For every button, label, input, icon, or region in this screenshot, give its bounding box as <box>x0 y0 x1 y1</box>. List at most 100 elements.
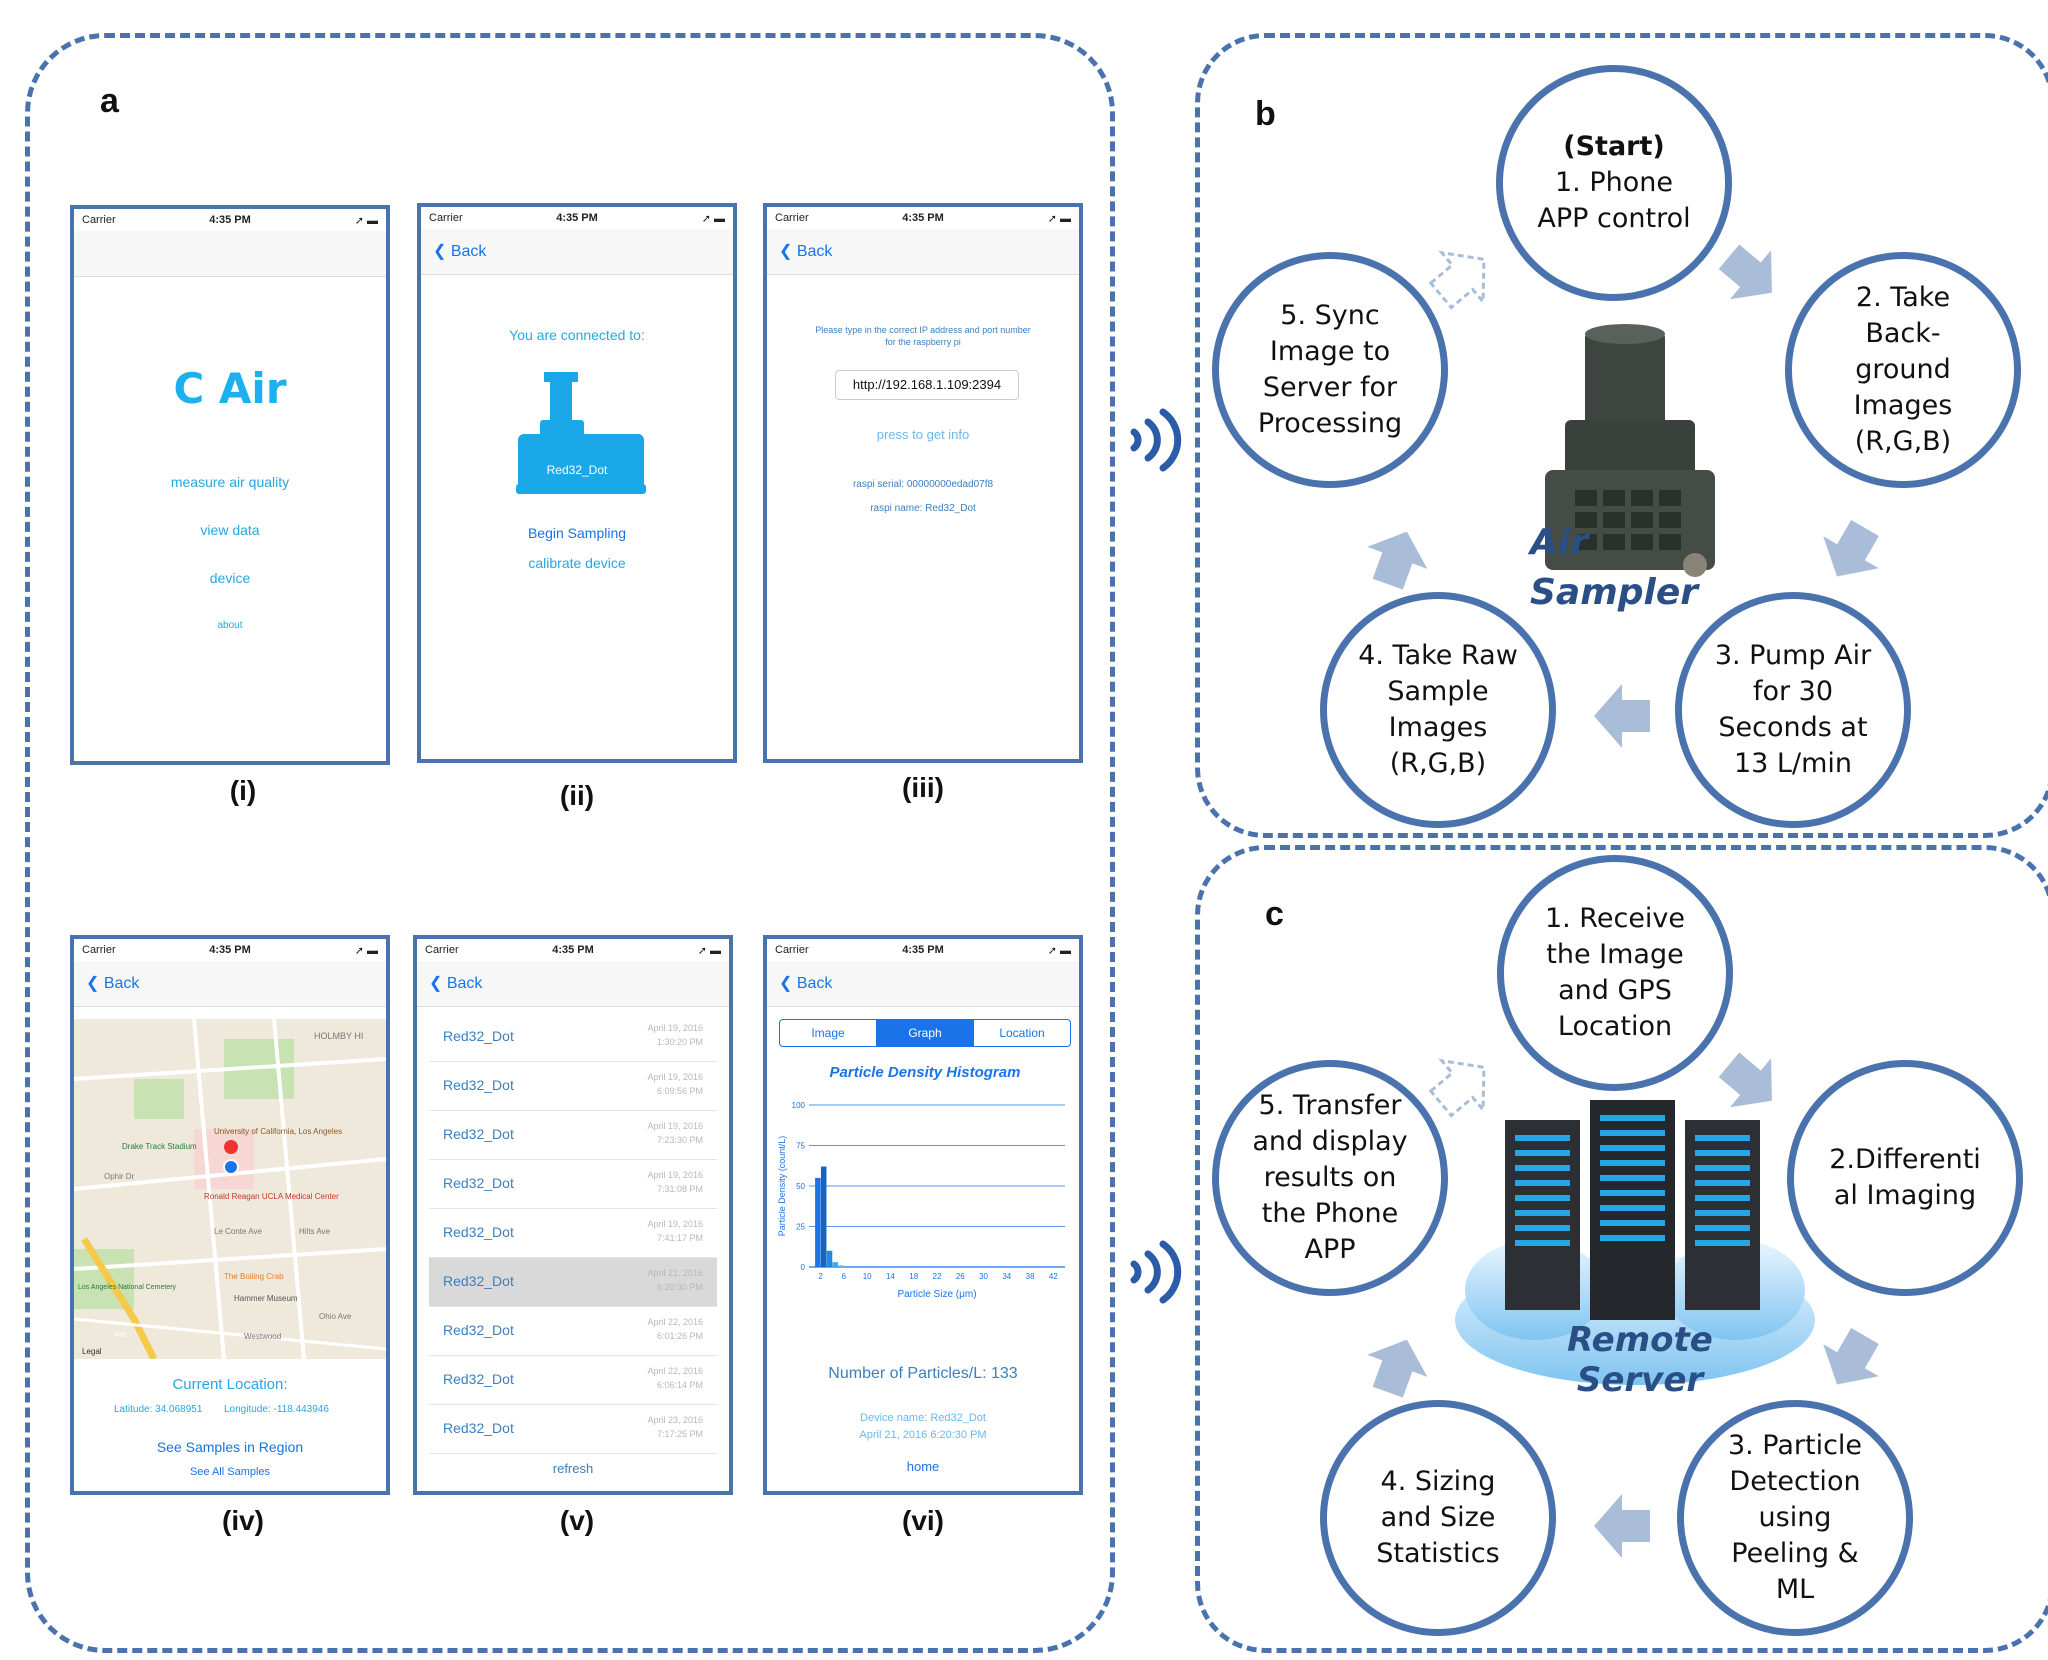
y-tick-label: 75 <box>796 1142 805 1151</box>
step-text-line: (R,G,B) <box>1854 426 1952 457</box>
battery-icon: ➚ ▬ <box>1047 945 1071 957</box>
list-item-date: April 22, 2016 <box>647 1366 703 1376</box>
carrier-label: Carrier <box>429 212 463 224</box>
list-item-name: Red32_Dot <box>443 1224 514 1240</box>
device-name-label: Red32_Dot <box>546 463 608 477</box>
back-button[interactable]: ❮ Back <box>86 973 139 993</box>
x-axis-label: Particle Size (μm) <box>897 1289 976 1300</box>
back-button[interactable]: ❮ Back <box>429 973 482 993</box>
flow-arrow-icon <box>1594 1494 1650 1558</box>
menu-measure-air-quality[interactable]: measure air quality <box>170 474 290 490</box>
carrier-label: Carrier <box>82 944 116 956</box>
step-text-line: Sample <box>1387 676 1489 707</box>
x-tick-label: 6 <box>842 1272 847 1281</box>
back-button[interactable]: ❮ Back <box>779 241 832 261</box>
step-text-line: al Imaging <box>1833 1180 1977 1211</box>
calibrate-device-button[interactable]: calibrate device <box>528 555 626 571</box>
status-time: 4:35 PM <box>209 944 251 956</box>
caption-v: (v) <box>559 1505 595 1536</box>
step-text-line: Statistics <box>1376 1538 1500 1569</box>
raspi-name: raspi name: Red32_Dot <box>870 503 976 514</box>
list-item-time: 6:01:26 PM <box>656 1331 703 1341</box>
list-item-name: Red32_Dot <box>443 1126 514 1142</box>
see-samples-in-region-button[interactable]: See Samples in Region <box>156 1439 304 1455</box>
y-tick-label: 100 <box>792 1101 806 1110</box>
raspi-serial: raspi serial: 00000000edad07f8 <box>852 479 994 490</box>
carrier-label: Carrier <box>425 944 459 956</box>
step-text-line: 3. Particle <box>1727 1430 1863 1461</box>
step-text-line: 4. Take Raw <box>1358 640 1518 671</box>
phone-screen-i: Carrier 4:35 PM ➚ ▬ C Air measure air qu… <box>70 205 390 765</box>
chevron-left-icon: ❮ <box>779 975 797 992</box>
begin-sampling-button[interactable]: Begin Sampling <box>527 525 627 541</box>
home-button[interactable]: home <box>906 1459 940 1474</box>
nav-bar: ❮ Back <box>417 961 729 1007</box>
map-label: The Boiling Crab <box>224 1272 284 1281</box>
panel-a-label: a <box>100 82 119 120</box>
step-text-line: using <box>1758 1502 1832 1533</box>
map-label: Ohio Ave <box>319 1312 352 1321</box>
flow-arrow-dashed-icon <box>1428 250 1486 310</box>
menu-device[interactable]: device <box>209 570 251 586</box>
x-tick-label: 14 <box>886 1272 895 1281</box>
status-bar: Carrier 4:35 PM ➚ ▬ <box>767 207 1079 229</box>
back-button[interactable]: ❮ Back <box>433 241 486 261</box>
phone-screen-ii: Carrier 4:35 PM ➚ ▬ ❮ Back You are conne… <box>417 203 737 763</box>
status-bar: Carrier 4:35 PM ➚ ▬ <box>417 939 729 961</box>
tab-graph[interactable]: Graph <box>877 1020 974 1046</box>
nav-bar: ❮ Back <box>767 229 1079 275</box>
step-text-line: Images <box>1388 712 1488 743</box>
step-text-line: and GPS <box>1558 975 1672 1006</box>
list-item-date: April 23, 2016 <box>647 1415 703 1425</box>
map-label: Westwood <box>244 1332 281 1341</box>
step-text-line: 1. Receive <box>1544 903 1686 934</box>
ip-address-input[interactable]: http://192.168.1.109:2394 <box>835 370 1019 400</box>
battery-icon: ➚ ▬ <box>697 945 721 957</box>
remote-server-label: Remote Server <box>1567 1320 1713 1400</box>
x-tick-label: 10 <box>863 1272 872 1281</box>
see-all-samples-button[interactable]: See All Samples <box>189 1466 271 1478</box>
map-label: Ronald Reagan UCLA Medical Center <box>204 1192 339 1201</box>
carrier-label: Carrier <box>775 212 809 224</box>
step-text-line: Back- <box>1865 318 1941 349</box>
menu-about[interactable]: about <box>217 620 243 631</box>
x-tick-label: 42 <box>1049 1272 1058 1281</box>
press-to-get-info-button[interactable]: press to get info <box>876 427 970 442</box>
back-label: Back <box>450 243 487 260</box>
back-button[interactable]: ❮ Back <box>779 973 832 993</box>
list-item-name: Red32_Dot <box>443 1273 514 1289</box>
nav-bar: ❮ Back <box>74 961 386 1007</box>
menu-view-data[interactable]: view data <box>200 522 260 538</box>
tab-location[interactable]: Location <box>999 1026 1045 1040</box>
tab-image[interactable]: Image <box>780 1020 877 1046</box>
chevron-left-icon: ❮ <box>429 975 447 992</box>
battery-icon: ➚ ▬ <box>354 945 378 957</box>
refresh-button[interactable]: refresh <box>552 1461 594 1476</box>
phone-screen-iii: Carrier 4:35 PM ➚ ▬ ❮ Back Please type i… <box>763 203 1083 763</box>
map-view[interactable]: HOLMBY HI Drake Track Stadium University… <box>74 1019 386 1359</box>
list-item-time: 6:06:14 PM <box>656 1380 703 1390</box>
flow-arrow-icon <box>1718 1052 1772 1108</box>
